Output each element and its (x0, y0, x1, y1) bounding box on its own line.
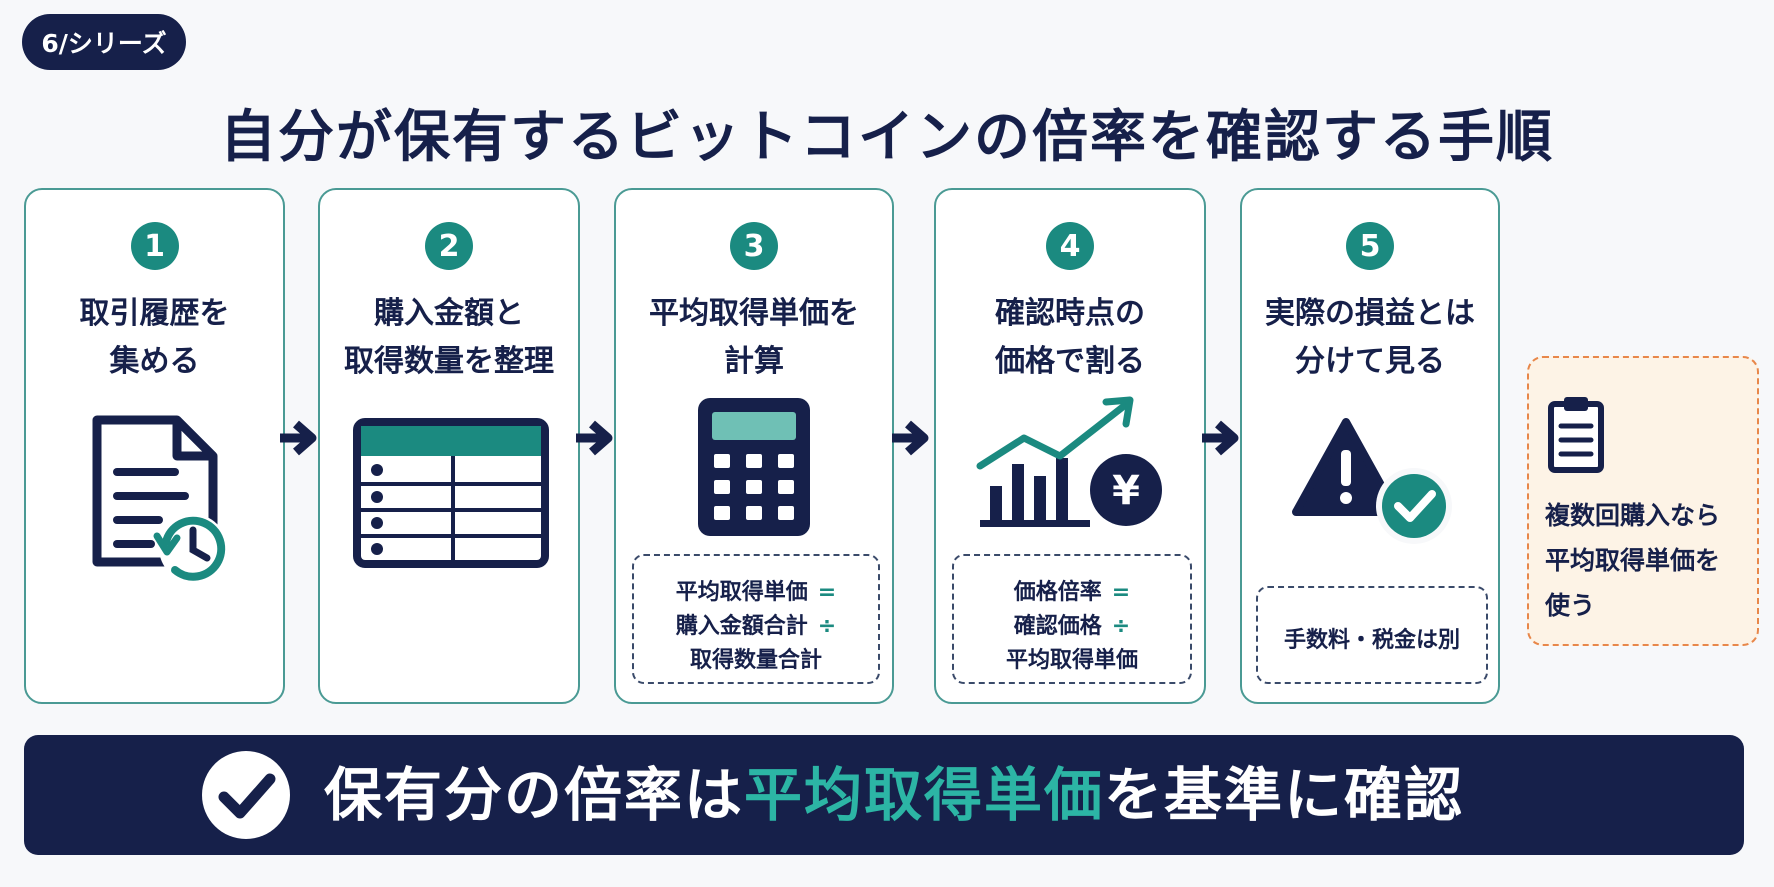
clipboard-icon (1548, 397, 1604, 473)
step-title-5: 実際の損益とは 分けて見る (1265, 296, 1475, 379)
yen-growth-chart-icon: ¥ (976, 396, 1162, 527)
formula-4-line2: 確認価格 (1013, 614, 1102, 639)
flow-arrow-2 (574, 418, 616, 462)
series-badge: 6/シリーズ (22, 14, 186, 70)
side-note: 複数回購入なら 平均取得単価を 使う (1527, 356, 1759, 646)
formula-3-line1: 平均取得単価 (675, 580, 808, 605)
summary-pre: 保有分の倍率は (324, 761, 745, 829)
flow-arrow-3 (890, 418, 932, 462)
formula-3-op2: ÷ (817, 614, 837, 639)
step-number-5: 5 (1346, 222, 1394, 270)
formula-box-3: 平均取得単価 = 購入金額合計 ÷ 取得数量合計 (632, 554, 880, 684)
formula-4-op1: = (1111, 580, 1131, 605)
step-title-4: 確認時点の 価格で割る (995, 296, 1145, 379)
formula-3-line3: 取得数量合計 (689, 648, 822, 673)
document-history-icon (92, 415, 227, 582)
note-5-text: 手数料・税金は別 (1283, 628, 1460, 653)
summary-banner: 保有分の倍率は平均取得単価を基準に確認 (24, 735, 1744, 855)
formula-box-4: 価格倍率 = 確認価格 ÷ 平均取得単価 (952, 554, 1192, 684)
step-number-3: 3 (730, 222, 778, 270)
formula-4-op2: ÷ (1111, 614, 1131, 639)
summary-highlight: 平均取得単価 (744, 761, 1105, 829)
step-title-2: 購入金額と 取得数量を整理 (344, 296, 554, 379)
step-number-2: 2 (425, 222, 473, 270)
step-card-3: 3 平均取得単価を 計算 平均取得単価 = 購入金額合計 ÷ 取得数量合計 (614, 188, 894, 704)
summary-text: 保有分の倍率は平均取得単価を基準に確認 (324, 735, 1464, 855)
step-title-1: 取引履歴を 集める (79, 296, 230, 379)
formula-4-line1: 価格倍率 (1013, 580, 1102, 605)
calculator-icon (698, 398, 810, 536)
spreadsheet-table-icon (353, 418, 549, 568)
step-card-1: 1 取引履歴を 集める (24, 188, 285, 704)
warning-check-icon (1292, 418, 1452, 544)
side-note-text: 複数回購入なら 平均取得単価を 使う (1545, 501, 1721, 620)
step-card-4: 4 確認時点の 価格で割る ¥ 価格倍率 = 確認価格 ÷ 平均取得単価 (934, 188, 1206, 704)
step-number-4: 4 (1046, 222, 1094, 270)
note-box-5: 手数料・税金は別 (1256, 586, 1488, 684)
summary-post: を基準に確認 (1104, 761, 1465, 829)
step-card-5: 5 実際の損益とは 分けて見る 手数料・税金は別 (1240, 188, 1500, 704)
flow-arrow-4 (1200, 418, 1242, 462)
step-number-1: 1 (130, 222, 179, 270)
formula-4-line3: 平均取得単価 (1005, 648, 1138, 673)
flow-arrow-1 (278, 418, 320, 462)
svg-text:¥: ¥ (1112, 468, 1140, 514)
step-title-3: 平均取得単価を 計算 (649, 296, 859, 379)
page-title: 自分が保有するビットコインの倍率を確認する手順 (220, 105, 1554, 170)
check-circle-icon (202, 751, 290, 839)
formula-3-line2: 購入金額合計 (675, 614, 808, 639)
formula-3-op1: = (817, 580, 837, 605)
step-card-2: 2 購入金額と 取得数量を整理 (318, 188, 580, 704)
